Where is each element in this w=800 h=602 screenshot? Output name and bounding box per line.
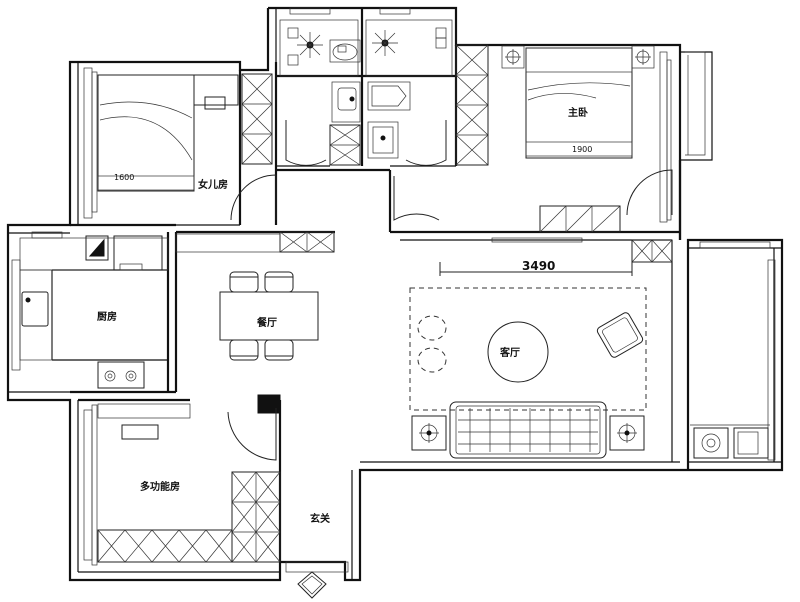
- coffee-table: [487, 321, 549, 383]
- kitchen-label: 厨房: [97, 310, 117, 323]
- daughter-room-label: 女儿房: [198, 178, 228, 191]
- dining-chair: [264, 339, 294, 361]
- sofa: [449, 401, 607, 459]
- daughter-bed: [97, 74, 195, 192]
- toilet-left: [329, 39, 361, 63]
- living-room-label: 客厅: [499, 346, 520, 359]
- living-rug: [409, 287, 647, 411]
- daughter-desk: [193, 74, 239, 106]
- corridor-cabinets: [175, 231, 673, 263]
- multi-function-room-label: 多功能房: [140, 480, 180, 493]
- daughter-room: 1600 女儿房: [97, 73, 277, 221]
- bathrooms: [279, 19, 453, 221]
- master-balcony: [678, 51, 713, 240]
- entrance-label: 玄关: [310, 512, 330, 525]
- dining-chair: [264, 271, 294, 293]
- daughter-bed-dim: 1600: [114, 173, 134, 182]
- entry-door-icon: [297, 571, 327, 599]
- daughter-wardrobe: [241, 73, 273, 165]
- master-bedroom: 1900 主卧: [455, 44, 673, 233]
- outer-walls: [6, 6, 784, 582]
- living-room: 3490 客厅: [409, 259, 647, 459]
- dining-chair: [229, 339, 259, 361]
- bottom-cabinet: [97, 529, 233, 563]
- kitchen: 厨房: [19, 235, 169, 389]
- stove: [97, 361, 145, 389]
- dining-chair: [229, 271, 259, 293]
- master-bed-dim: 1900: [572, 145, 592, 154]
- living-balcony: [690, 424, 770, 459]
- dining-table: [219, 291, 319, 341]
- master-bedroom-label: 主卧: [568, 106, 588, 119]
- kitchen-sink: [21, 291, 49, 327]
- fridge: [85, 235, 109, 261]
- entrance: 玄关: [285, 512, 349, 599]
- shower-left-icon: [297, 32, 323, 58]
- windows: [11, 7, 776, 566]
- dining-room: 餐厅: [219, 271, 319, 361]
- master-bed: [525, 47, 633, 159]
- living-room-dim: 3490: [522, 259, 555, 273]
- dining-room-label: 餐厅: [256, 316, 277, 329]
- shower-right-icon: [372, 30, 398, 56]
- interior-walls: [51, 8, 680, 562]
- armchair: [596, 312, 644, 358]
- desk: [121, 424, 159, 440]
- multi-function-room: 多功能房: [97, 403, 281, 563]
